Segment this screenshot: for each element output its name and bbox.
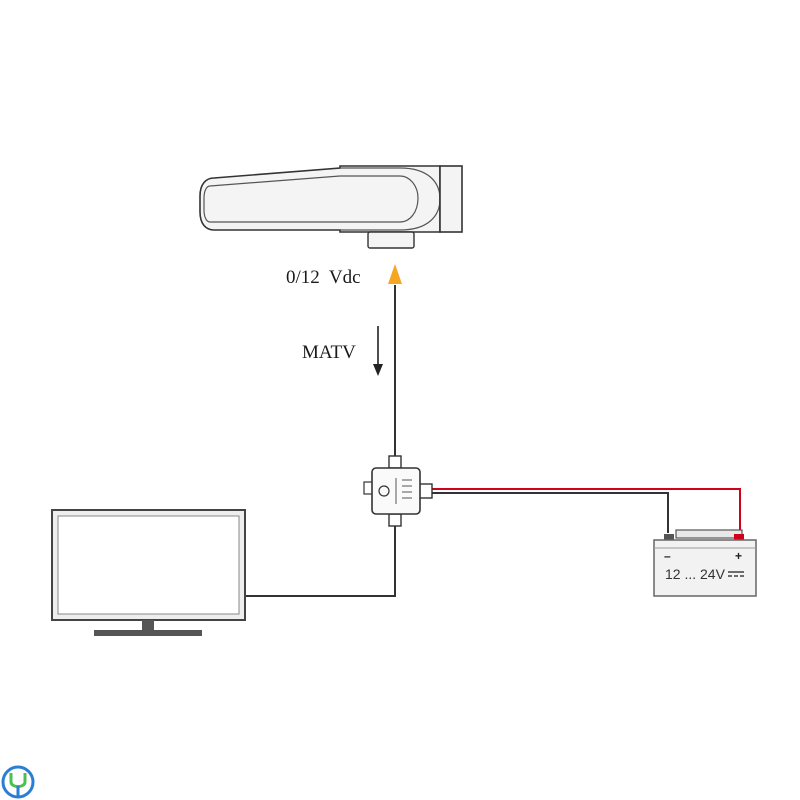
battery-voltage-label: 12 ... 24V (665, 566, 726, 582)
satellite-antenna-icon (199, 165, 463, 249)
signal-arrow-icon (373, 326, 383, 376)
dc-symbol-icon (728, 571, 744, 577)
positive-wire (430, 488, 741, 533)
brand-logo-icon (1, 765, 35, 799)
coax-tv-cable (246, 525, 396, 597)
battery-minus-sign: – (664, 549, 671, 563)
cables (246, 285, 741, 597)
battery-plus-sign: + (735, 549, 742, 563)
signal-label: MATV (302, 342, 356, 363)
power-inserter-icon (363, 455, 433, 527)
power-label: 0/12 Vdc (286, 267, 361, 288)
negative-wire (430, 492, 669, 533)
tv-monitor-icon (51, 509, 246, 636)
battery-icon: – + 12 ... 24V (653, 529, 757, 597)
power-arrow-icon (388, 264, 402, 284)
